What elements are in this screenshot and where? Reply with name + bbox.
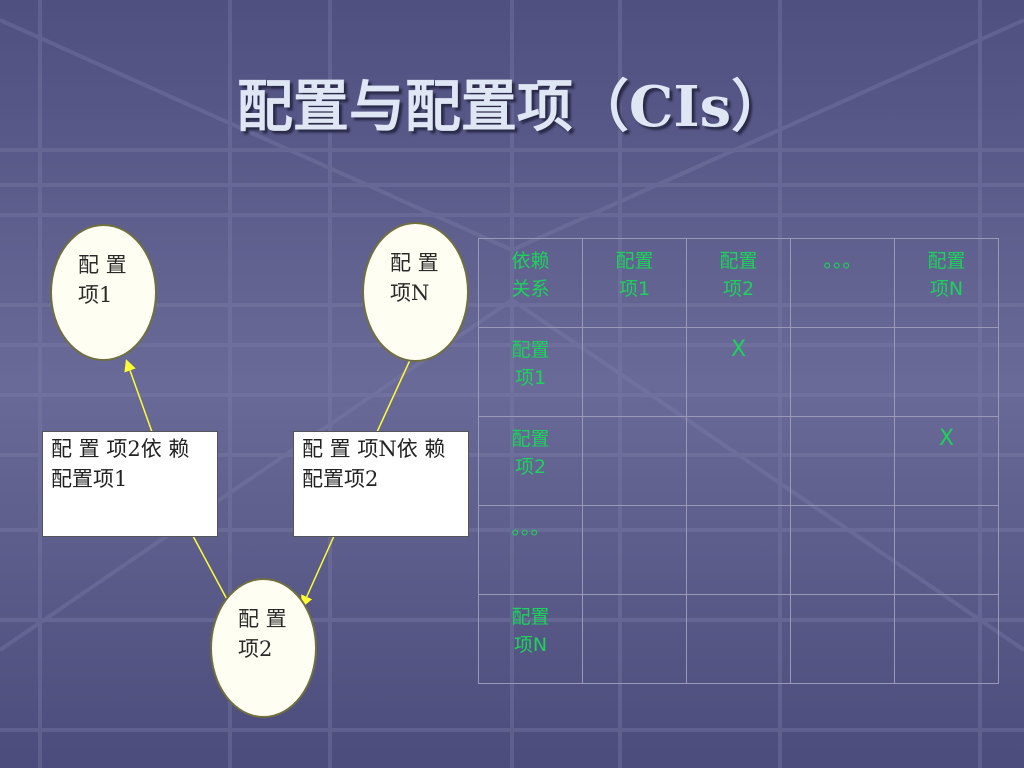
matrix-cell: [894, 505, 999, 595]
matrix-row: 配置项1 X: [478, 327, 999, 417]
matrix-row-label: 配置项1: [478, 327, 583, 417]
node-ci1: 配 置 项1: [50, 224, 157, 361]
node-ciN: 配 置 项N: [362, 222, 469, 362]
matrix-cell: [582, 505, 687, 595]
node-ci1-line2: 项1: [78, 283, 113, 307]
node-ciN-line2: 项N: [390, 281, 430, 305]
matrix-cell: X: [686, 327, 791, 417]
box-ci2-depends-ci1: 配 置 项2依 赖 配置项1: [42, 431, 218, 537]
matrix-header-cell: 配置项N: [894, 238, 999, 328]
box-ciN-depends-ci2-line2: 配置项2: [302, 467, 379, 491]
box-ciN-depends-ci2-line1: 配 置 项N依 赖: [302, 437, 446, 461]
matrix-cell: [894, 594, 999, 684]
dependency-matrix: 依赖关系 配置项1 配置项2 。。。 配置项N 配置项1 X 配置项2 X 。。…: [478, 238, 999, 684]
matrix-cell: [894, 327, 999, 417]
matrix-cell: [582, 416, 687, 506]
matrix-row: 配置项N: [478, 594, 999, 684]
matrix-cell: [686, 416, 791, 506]
box-ci2-depends-ci1-line2: 配置项1: [51, 467, 128, 491]
node-ci2-line1: 配 置: [238, 607, 287, 631]
node-ci2: 配 置 项2: [210, 578, 317, 718]
node-ci2-line2: 项2: [238, 637, 273, 661]
matrix-header-cell: 配置项1: [582, 238, 687, 328]
matrix-cell: [686, 594, 791, 684]
matrix-row: 配置项2 X: [478, 416, 999, 506]
matrix-cell: [790, 594, 895, 684]
matrix-cell: [790, 327, 895, 417]
matrix-row-label: 。。。: [478, 505, 583, 595]
matrix-header-cell: 配置项2: [686, 238, 791, 328]
node-ciN-line1: 配 置: [390, 251, 439, 275]
matrix-row: 。。。: [478, 505, 999, 595]
page-title: 配置与配置项（CIs）: [236, 74, 788, 140]
matrix-header-row: 依赖关系 配置项1 配置项2 。。。 配置项N: [478, 238, 999, 328]
box-ciN-depends-ci2: 配 置 项N依 赖 配置项2: [293, 431, 469, 537]
matrix-header-cell: 。。。: [790, 238, 895, 328]
box-ci2-depends-ci1-line1: 配 置 项2依 赖: [51, 437, 190, 461]
matrix-cell: [582, 327, 687, 417]
matrix-row-label: 配置项2: [478, 416, 583, 506]
matrix-cell: X: [894, 416, 999, 506]
matrix-cell: [582, 594, 687, 684]
matrix-cell: [686, 505, 791, 595]
matrix-cell: [790, 505, 895, 595]
matrix-cell: [790, 416, 895, 506]
node-ci1-line1: 配 置: [78, 253, 127, 277]
matrix-row-label: 配置项N: [478, 594, 583, 684]
matrix-header-cell: 依赖关系: [478, 238, 583, 328]
